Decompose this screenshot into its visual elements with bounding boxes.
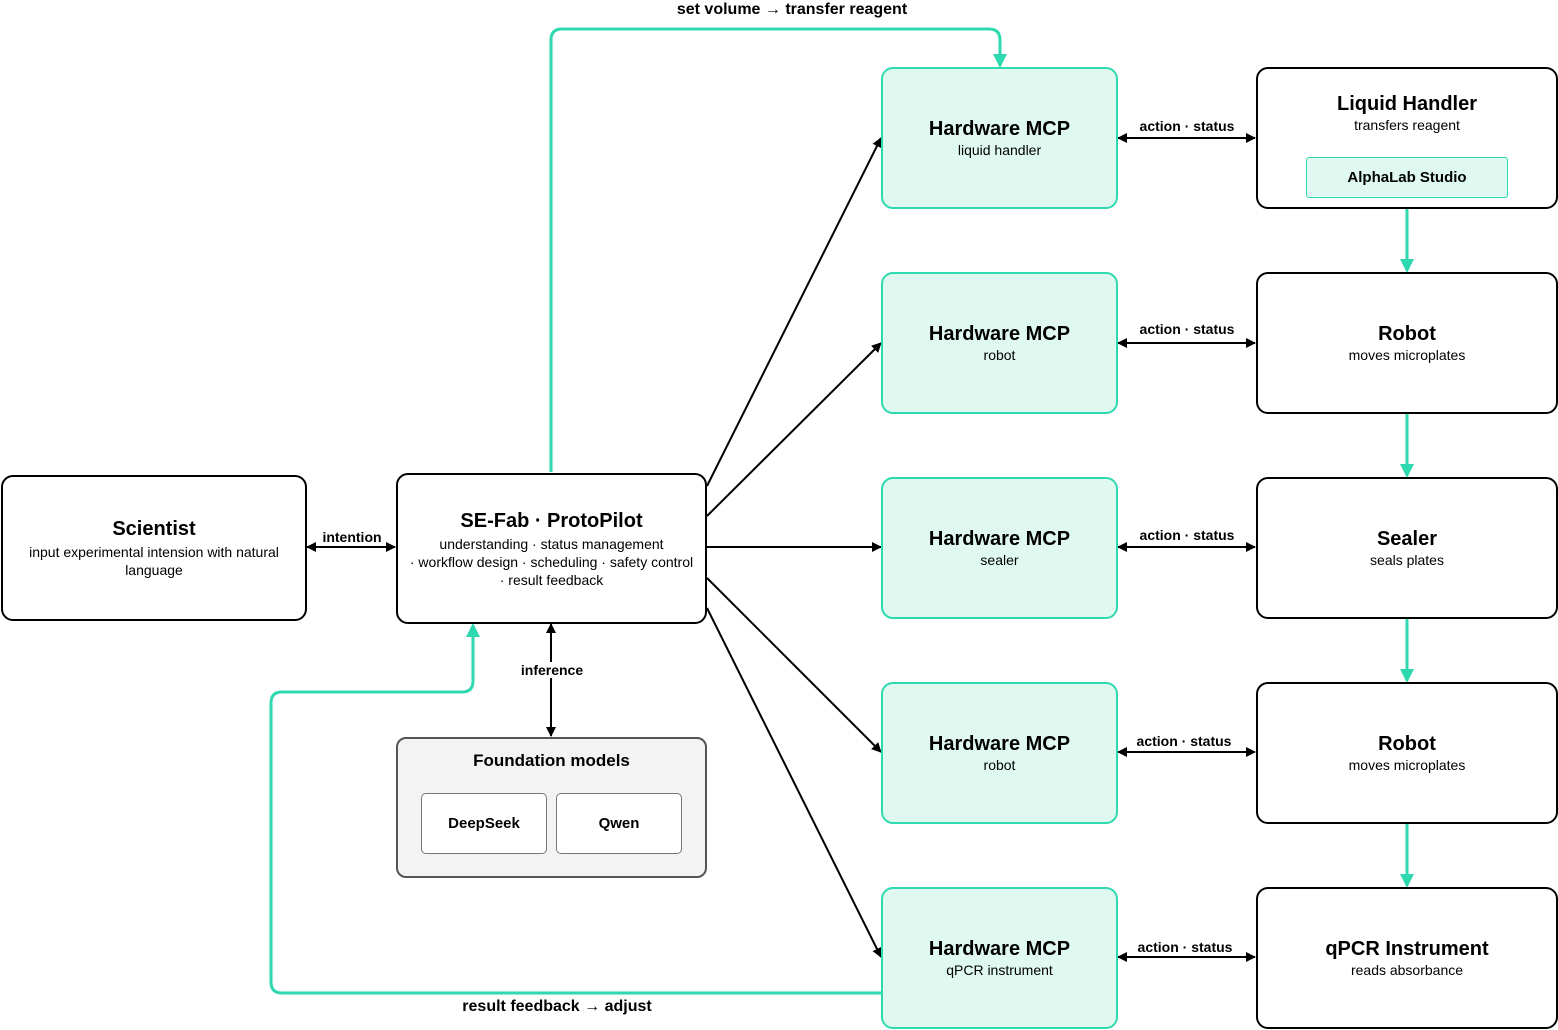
action-status-label-2: action · status [1139, 321, 1235, 337]
pilot-to-mcp-2 [706, 342, 882, 517]
mcp-subtitle: robot [983, 757, 1016, 773]
mcp-sealer: Hardware MCP sealer [881, 477, 1118, 619]
device-subtitle: moves microplates [1348, 347, 1466, 363]
intention-label: intention [322, 529, 382, 545]
model-deepseek: DeepSeek [421, 793, 547, 854]
inference-label: inference [518, 662, 586, 678]
protopilot-line-2: · workflow design · scheduling · safety … [409, 553, 694, 570]
mcp-liquid-handler: Hardware MCP liquid handler [881, 67, 1118, 209]
device-robot-1: Robot moves microplates [1256, 272, 1558, 414]
set-volume-loop [549, 27, 1007, 472]
device-qpcr: qPCR Instrument reads absorbance [1256, 887, 1558, 1029]
device-title: Sealer [1376, 528, 1438, 550]
device-title: Robot [1378, 323, 1436, 345]
mcp-title: Hardware MCP [928, 528, 1071, 550]
device-subtitle: transfers reagent [1354, 117, 1460, 133]
scientist-title: Scientist [112, 518, 196, 540]
device-title: qPCR Instrument [1325, 938, 1489, 960]
set-volume-label: set volume → transfer reagent [676, 1, 908, 18]
model-qwen: Qwen [556, 793, 682, 854]
result-feedback-loop [269, 623, 881, 995]
action-status-label-4: action · status [1136, 733, 1232, 749]
mcp-title: Hardware MCP [928, 938, 1071, 960]
mcp-title: Hardware MCP [928, 733, 1071, 755]
mcp-robot-1: Hardware MCP robot [881, 272, 1118, 414]
protopilot-node: SE-Fab · ProtoPilot understanding · stat… [396, 473, 707, 624]
protopilot-line-3: · result feedback [499, 571, 604, 588]
mcp-subtitle: qPCR instrument [946, 962, 1053, 978]
foundation-models-title: Foundation models [473, 751, 630, 770]
mcp-subtitle: sealer [980, 552, 1019, 568]
pilot-to-mcp-4 [706, 577, 882, 753]
alphalab-studio-badge: AlphaLab Studio [1306, 157, 1508, 198]
device-sealer: Sealer seals plates [1256, 477, 1558, 619]
pilot-to-mcp-5 [706, 607, 882, 958]
mcp-title: Hardware MCP [928, 323, 1071, 345]
mcp-title: Hardware MCP [928, 118, 1071, 140]
device-robot-2: Robot moves microplates [1256, 682, 1558, 824]
scientist-subtitle: input experimental intension with natura… [29, 544, 279, 578]
action-status-label-3: action · status [1139, 527, 1235, 543]
result-feedback-label: result feedback → adjust [462, 998, 652, 1015]
protopilot-line-1: understanding · status management [439, 535, 664, 552]
device-subtitle: moves microplates [1348, 757, 1466, 773]
action-status-label-5: action · status [1137, 939, 1233, 955]
device-subtitle: reads absorbance [1350, 962, 1464, 978]
device-subtitle: seals plates [1370, 552, 1444, 568]
action-status-label-1: action · status [1139, 118, 1235, 134]
scientist-node: Scientist input experimental intension w… [1, 475, 307, 621]
mcp-subtitle: liquid handler [957, 142, 1042, 158]
device-title: Liquid Handler [1337, 93, 1477, 115]
pilot-to-mcp-1 [706, 137, 882, 487]
mcp-robot-2: Hardware MCP robot [881, 682, 1118, 824]
mcp-subtitle: robot [983, 347, 1016, 363]
protopilot-title: SE-Fab · ProtoPilot [460, 509, 643, 532]
mcp-qpcr: Hardware MCP qPCR instrument [881, 887, 1118, 1029]
device-title: Robot [1378, 733, 1436, 755]
